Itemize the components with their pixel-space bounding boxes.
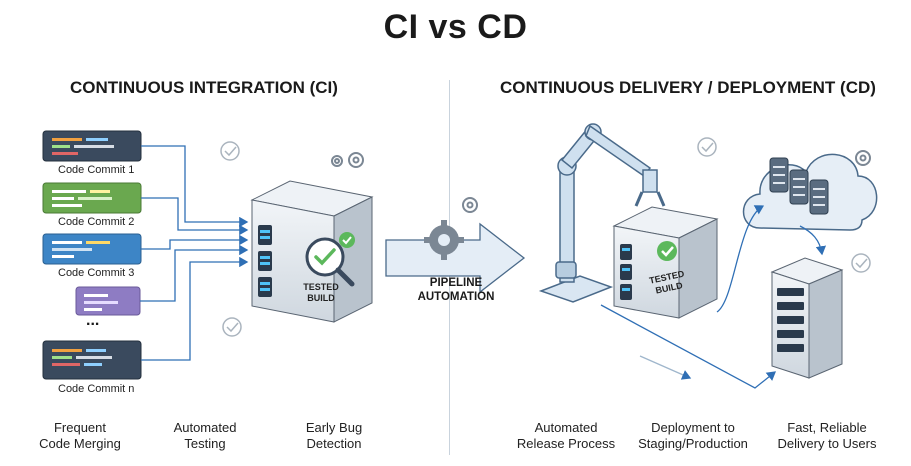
ci-caption-bug-detection: Early Bug Detection [305,420,363,451]
commit-label: Code Commit 1 [58,164,135,176]
check-icon [851,253,871,273]
tested-build-server [612,206,719,319]
cd-caption-deployment: Deployment to Staging/Production [638,420,748,451]
commit-ellipsis: ... [86,312,100,329]
commit-label: Code Commit 3 [58,267,135,279]
commit-label: Code Commit n [58,383,135,395]
page-title: CI vs CD [383,8,528,46]
gear-icon [331,152,364,168]
robot-arm-icon [538,123,666,303]
pipeline-label: PIPELINE AUTOMATION [417,277,495,303]
ci-heading: CONTINUOUS INTEGRATION (CI) [70,78,338,97]
check-icon [222,317,242,337]
ci-caption-merging: Frequent Code Merging [39,420,121,451]
code-commit-icon [42,182,142,214]
code-commit-icon [42,340,142,380]
gear-icon [462,197,478,213]
commit-label: Code Commit 2 [58,216,135,228]
pipeline-arrow [385,222,526,294]
deploy-arrows [600,205,827,389]
commit-arrows [140,145,249,361]
tested-build-server [250,180,374,323]
gear-icon [424,220,464,260]
server-rack-icon [770,257,844,379]
ci-caption-testing: Automated Testing [173,420,237,451]
code-commit-icon [42,130,142,162]
check-icon [339,232,355,248]
code-commit-icon [75,286,141,316]
cd-heading: CONTINUOUS DELIVERY / DEPLOYMENT (CD) [500,78,876,97]
code-commit-icon [42,233,142,265]
check-icon [697,137,717,157]
cd-caption-release: Automated Release Process [516,420,616,451]
cd-caption-delivery: Fast, Reliable Delivery to Users [777,420,877,451]
gear-icon [855,150,871,166]
magnifier-icon [305,237,355,287]
ci-build-label: TESTED BUILD [303,282,339,303]
check-icon [220,141,240,161]
check-icon [657,241,677,261]
